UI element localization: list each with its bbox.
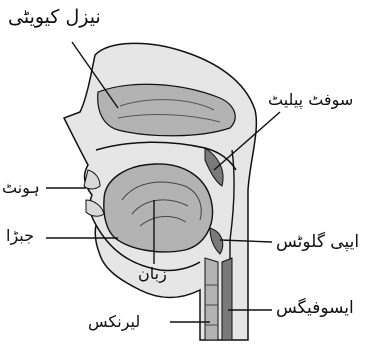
label-tongue: زبان bbox=[138, 266, 167, 282]
label-nasal-cavity: نیزل کیویٹی bbox=[8, 8, 101, 27]
larynx-tube bbox=[205, 258, 218, 340]
label-larynx: لیرنکس bbox=[88, 314, 140, 330]
label-epiglottis: ایپی گلوٹس bbox=[276, 234, 359, 251]
esophagus-tube bbox=[222, 258, 232, 340]
label-lips: ہونٹ bbox=[2, 180, 40, 196]
label-soft-palate: سوفٹ پیلیٹ bbox=[268, 92, 353, 108]
label-esophagus: ایسوفیگس bbox=[276, 300, 354, 317]
label-jaw: جبڑا bbox=[6, 228, 34, 244]
tongue-shape bbox=[104, 164, 213, 252]
